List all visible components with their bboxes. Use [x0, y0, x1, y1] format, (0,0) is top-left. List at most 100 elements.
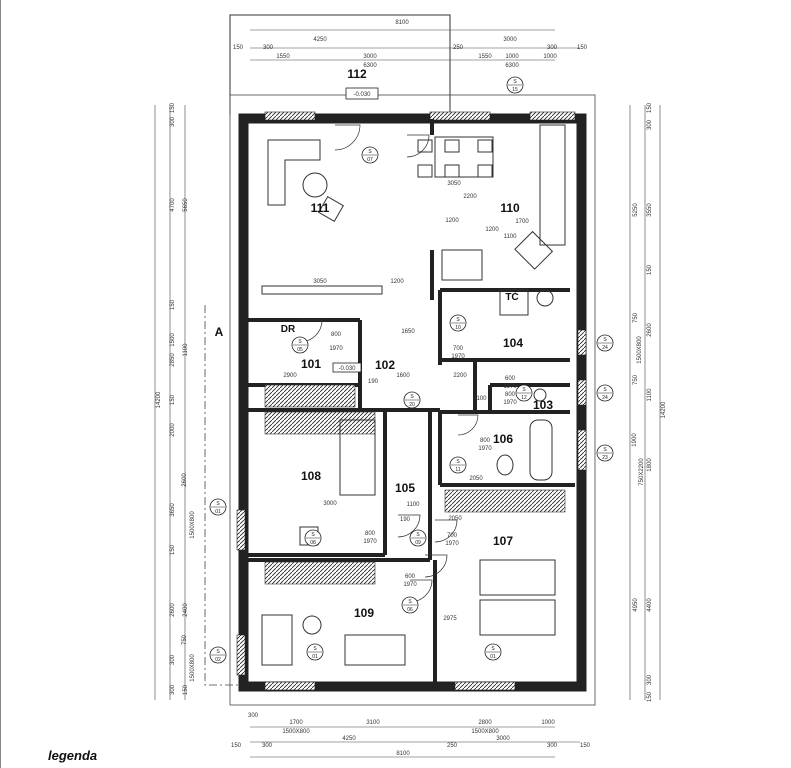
- window-tag-number: 10: [455, 325, 461, 331]
- room-label-112: 112: [347, 67, 367, 81]
- dining-chair: [477, 164, 493, 178]
- tv-unit: [261, 285, 383, 295]
- inner-dimension: 2200: [463, 194, 477, 200]
- bottom-dimension: 150: [231, 743, 242, 749]
- room-label-102: 102: [375, 358, 395, 372]
- room-label-105: 105: [395, 481, 415, 495]
- window: [577, 329, 587, 356]
- hob: [514, 230, 554, 270]
- inner-dimension: 1600: [396, 373, 410, 379]
- bottom-dimension: 250: [447, 743, 458, 749]
- window-tag-type: S: [298, 339, 302, 345]
- inner-dimension: 1200: [485, 227, 499, 233]
- wardrobe: [264, 411, 376, 435]
- left-dimension: 750: [182, 634, 188, 645]
- left-dimension: 2600: [182, 473, 188, 487]
- inner-dimension: 700: [447, 533, 458, 539]
- right-dimension: 750: [633, 312, 639, 323]
- window-tag-type: S: [416, 532, 420, 538]
- inner-dimension: 1200: [390, 279, 404, 285]
- left-dimension: 150: [170, 102, 176, 113]
- right-dimension: 3550: [647, 203, 653, 217]
- room-label-107: 107: [493, 534, 513, 548]
- window-tag-number: 01: [312, 654, 318, 660]
- door-swing: [397, 514, 421, 538]
- right-dimension: 300: [647, 119, 653, 130]
- window-tag-number: 24: [602, 395, 608, 401]
- window-tag-type: S: [410, 394, 414, 400]
- left-dimension: 2400: [183, 603, 189, 617]
- coffee-table: [302, 172, 328, 198]
- window-tag-type: S: [216, 649, 220, 655]
- top-dimension: 1550: [276, 54, 290, 60]
- top-dimension: 3000: [503, 37, 517, 43]
- sofa: [267, 139, 321, 206]
- door-swing: [406, 134, 430, 158]
- left-dimension: 2000: [170, 423, 176, 437]
- inner-dimension: 1970: [451, 354, 465, 360]
- inner-dimension: 1650: [401, 329, 415, 335]
- toilet: [496, 454, 514, 476]
- inner-dimension: 1970: [445, 541, 459, 547]
- window-tag-type: S: [311, 532, 315, 538]
- right-dimension: 4400: [647, 598, 653, 612]
- left-dimension: 150: [170, 544, 176, 555]
- right-dimension: 1800: [647, 458, 653, 472]
- door-swing: [457, 414, 479, 436]
- bottom-dimension: 1500X800: [471, 729, 499, 735]
- window-tag-number: 07: [367, 157, 373, 163]
- wardrobe: [264, 384, 356, 408]
- window-tag-number: 02: [215, 657, 221, 663]
- window-tag-type: S: [456, 317, 460, 323]
- legend-title: legenda: [48, 748, 98, 763]
- inner-dimension: 1970: [478, 446, 492, 452]
- inner-dimension: 2200: [453, 373, 467, 379]
- window-tag-type: S: [408, 599, 412, 605]
- window-tag-number: 15: [512, 87, 518, 93]
- inner-dimension: 190: [368, 379, 379, 385]
- top-dimension: 150: [577, 45, 588, 51]
- bathtub: [529, 419, 553, 481]
- top-dimension: 1000: [505, 54, 519, 60]
- page-border: [0, 0, 1, 768]
- dining-chair: [444, 164, 460, 178]
- window-tag-number: 01: [490, 654, 496, 660]
- top-dimension: 300: [547, 45, 558, 51]
- right-dimension: 150: [647, 264, 653, 275]
- top-dimension: 300: [263, 45, 274, 51]
- left-dimension: 2600: [170, 603, 176, 617]
- window-tag-type: S: [491, 646, 495, 652]
- window-tag-type: S: [603, 447, 607, 453]
- room-label-103: 103: [533, 398, 553, 412]
- boiler: [536, 289, 554, 307]
- bottom-dimension: 300: [248, 713, 259, 719]
- window: [429, 111, 491, 121]
- room-label-108: 108: [301, 469, 321, 483]
- inner-dimension: 1970: [503, 384, 517, 390]
- right-dimension: 150: [647, 691, 653, 702]
- inner-dimension: 3050: [313, 279, 327, 285]
- inner-dimension: 1200: [445, 218, 459, 224]
- inner-dimension: 2975: [443, 616, 457, 622]
- left-dimension: 150: [170, 299, 176, 310]
- window: [577, 429, 587, 471]
- top-dimension: 1000: [543, 54, 557, 60]
- armchair: [318, 196, 344, 222]
- top-dimension: 1550: [478, 54, 492, 60]
- bottom-dimension: 3100: [366, 720, 380, 726]
- elevation-box-101: [332, 362, 362, 373]
- room-label-106: 106: [493, 432, 513, 446]
- bottom-dimension: 8100: [396, 751, 410, 757]
- dining-chair: [417, 164, 433, 178]
- site-outline: [229, 94, 596, 706]
- bed-108: [339, 419, 376, 496]
- window-tag-number: 24: [602, 345, 608, 351]
- left-dimension: 14200: [156, 391, 162, 408]
- room-label-101: 101: [301, 357, 321, 371]
- window-tag-type: S: [216, 501, 220, 507]
- window-tag-number: 01: [215, 509, 221, 515]
- bed-109: [344, 634, 406, 666]
- inner-dimension: 1100: [407, 502, 421, 508]
- window-tag-type: S: [603, 337, 607, 343]
